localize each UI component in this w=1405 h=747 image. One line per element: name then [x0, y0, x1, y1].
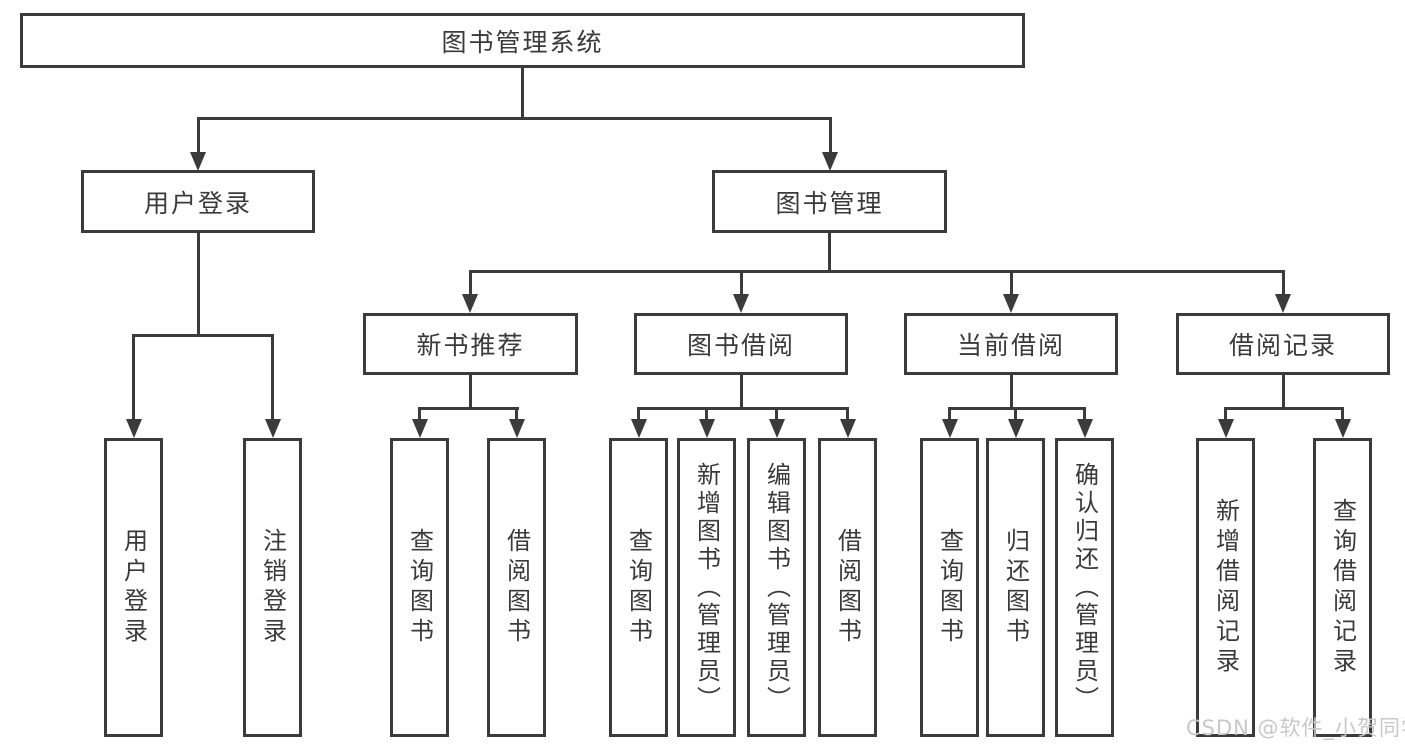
- connector-to-leaf-edit-book: [775, 407, 778, 421]
- connector-root-branch: [196, 117, 832, 120]
- connector-book-borrow-stem: [739, 375, 743, 410]
- node-user-login-label: 用户登录: [143, 188, 252, 218]
- connector-to-borrow-record: [1281, 270, 1285, 296]
- connector-new-book-stem: [468, 375, 472, 410]
- connector-to-current-borrow: [1009, 270, 1013, 296]
- node-book-management-label: 图书管理: [775, 188, 884, 218]
- arrowhead-current-borrow: [1003, 294, 1019, 313]
- connector-to-leaf-login: [132, 334, 135, 421]
- connector-to-leaf-confirm-return: [1083, 407, 1086, 421]
- connector-borrow-record-stem: [1281, 375, 1285, 410]
- connector-borrow-record-branch: [1224, 407, 1344, 410]
- arrowhead-leaf-query-book-3: [941, 419, 958, 438]
- node-borrow-record-label: 借阅记录: [1228, 331, 1337, 360]
- connector-to-leaf-query-book-2: [637, 407, 640, 421]
- leaf-logout: 注销登录: [243, 438, 302, 737]
- arrowhead-book-borrow: [733, 294, 749, 313]
- node-user-login: 用户登录: [81, 170, 315, 233]
- connector-to-leaf-borrow-book-1: [515, 407, 518, 421]
- arrowhead-leaf-query-book-1: [411, 419, 428, 438]
- arrowhead-leaf-add-record: [1217, 419, 1234, 438]
- connector-new-book-branch: [418, 407, 519, 410]
- node-new-book-recommend-label: 新书推荐: [416, 331, 525, 360]
- leaf-add-book: 新增图书（管理员）: [677, 438, 736, 737]
- arrowhead-leaf-logout: [264, 419, 281, 438]
- node-book-borrow: 图书借阅: [634, 313, 848, 375]
- leaf-query-borrow-record-label: 查询借阅记录: [1328, 497, 1357, 678]
- arrowhead-leaf-borrow-book-1: [508, 419, 525, 438]
- connector-current-borrow-stem: [1009, 375, 1013, 410]
- node-current-borrow: 当前借阅: [904, 313, 1118, 375]
- arrowhead-leaf-add-book: [698, 419, 715, 438]
- arrowhead-leaf-return-book: [1007, 419, 1024, 438]
- arrowhead-book-management: [822, 152, 838, 171]
- node-book-management: 图书管理: [712, 170, 947, 233]
- connector-to-book-borrow: [739, 270, 743, 296]
- node-current-borrow-label: 当前借阅: [956, 331, 1065, 360]
- connector-to-leaf-query-book-1: [418, 407, 421, 421]
- connector-to-leaf-return-book: [1014, 407, 1017, 421]
- arrowhead-leaf-borrow-book-2: [839, 419, 856, 438]
- leaf-query-book-1: 查询图书: [390, 438, 449, 737]
- leaf-query-book-1-label: 查询图书: [405, 527, 434, 648]
- connector-to-leaf-borrow-book-2: [846, 407, 849, 421]
- leaf-logout-label: 注销登录: [258, 527, 287, 648]
- leaf-borrow-book-2-label: 借阅图书: [833, 527, 862, 648]
- leaf-borrow-book-1: 借阅图书: [487, 438, 546, 737]
- leaf-query-borrow-record: 查询借阅记录: [1313, 438, 1372, 737]
- leaf-confirm-return-label: 确认归还（管理员）: [1070, 461, 1099, 714]
- node-borrow-record: 借阅记录: [1176, 313, 1390, 375]
- connector-to-user-login: [196, 117, 200, 154]
- arrowhead-leaf-query-record: [1334, 419, 1351, 438]
- arrowhead-user-login: [190, 152, 206, 171]
- leaf-edit-book-label: 编辑图书（管理员）: [762, 461, 791, 714]
- leaf-query-book-2-label: 查询图书: [624, 527, 653, 648]
- arrowhead-leaf-confirm-return: [1076, 419, 1093, 438]
- leaf-add-borrow-record: 新增借阅记录: [1196, 438, 1255, 737]
- node-root-label: 图书管理系统: [441, 27, 604, 57]
- arrowhead-leaf-query-book-2: [630, 419, 647, 438]
- leaf-confirm-return: 确认归还（管理员）: [1055, 438, 1114, 737]
- connector-book-management-branch: [468, 270, 1285, 273]
- connector-to-leaf-query-record: [1341, 407, 1344, 421]
- leaf-user-login-label: 用户登录: [119, 527, 148, 648]
- leaf-borrow-book-1-label: 借阅图书: [502, 527, 531, 648]
- arrowhead-new-book: [462, 294, 478, 313]
- connector-current-borrow-branch: [948, 407, 1086, 410]
- leaf-query-book-3: 查询图书: [920, 438, 979, 737]
- leaf-edit-book: 编辑图书（管理员）: [747, 438, 806, 737]
- connector-to-leaf-add-record: [1224, 407, 1227, 421]
- leaf-return-book-label: 归还图书: [1001, 527, 1030, 648]
- node-new-book-recommend: 新书推荐: [363, 313, 578, 375]
- node-root: 图书管理系统: [20, 13, 1025, 68]
- leaf-borrow-book-2: 借阅图书: [818, 438, 877, 737]
- node-book-borrow-label: 图书借阅: [686, 331, 795, 360]
- leaf-add-borrow-record-label: 新增借阅记录: [1211, 497, 1240, 678]
- connector-book-management-stem: [827, 233, 831, 273]
- connector-book-borrow-branch: [637, 407, 849, 410]
- connector-to-leaf-logout: [271, 334, 274, 421]
- csdn-watermark: CSDN @软件_小贺同学: [1186, 716, 1405, 740]
- arrowhead-leaf-login: [125, 419, 142, 438]
- leaf-return-book: 归还图书: [986, 438, 1045, 737]
- connector-to-leaf-query-book-3: [948, 407, 951, 421]
- connector-user-login-stem: [196, 233, 200, 337]
- leaf-query-book-2: 查询图书: [609, 438, 668, 737]
- connector-to-leaf-add-book: [705, 407, 708, 421]
- connector-user-login-branch: [132, 334, 274, 337]
- leaf-query-book-3-label: 查询图书: [935, 527, 964, 648]
- connector-to-book-management: [828, 117, 832, 154]
- arrowhead-leaf-edit-book: [768, 419, 785, 438]
- connector-root-stem: [520, 68, 524, 120]
- arrowhead-borrow-record: [1275, 294, 1291, 313]
- leaf-add-book-label: 新增图书（管理员）: [692, 461, 721, 714]
- leaf-user-login: 用户登录: [104, 438, 163, 737]
- connector-to-new-book: [468, 270, 472, 296]
